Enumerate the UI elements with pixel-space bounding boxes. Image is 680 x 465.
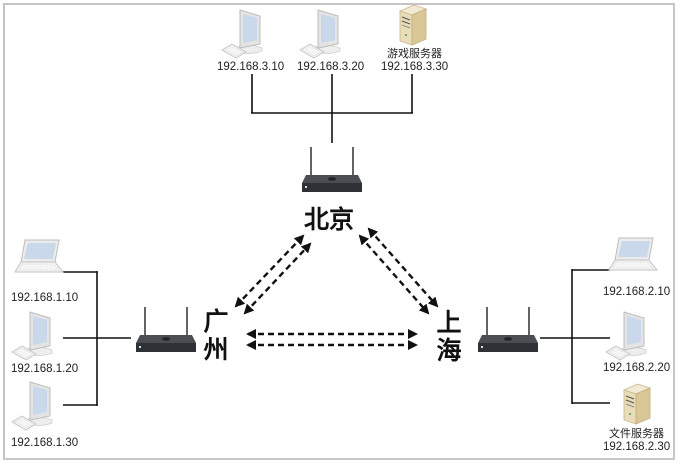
desktop-icon [11, 311, 53, 361]
device-ip-label: 192.168.3.20 [297, 61, 365, 73]
site-label-guangzhou: 广州 [203, 307, 229, 364]
device-ip-label: 192.168.2.10 [603, 286, 671, 298]
desktop-icon [11, 381, 53, 431]
device-role-label: 游戏服务器 [387, 48, 442, 60]
link-guangzhou-beijing [243, 242, 312, 315]
router-icon [301, 146, 363, 193]
desktop-icon [605, 311, 647, 361]
laptop-icon [608, 237, 658, 271]
link-beijing-shanghai [358, 234, 430, 315]
site-label-shanghai: 上海 [436, 308, 462, 365]
shanghai-lan-bus [540, 269, 610, 404]
site-label-beijing: 北京 [304, 205, 355, 234]
beijing-lan-bus [251, 74, 413, 143]
server-icon [623, 383, 651, 425]
desktop-icon [299, 9, 341, 59]
device-ip-label: 192.168.1.30 [11, 437, 79, 449]
router-icon [477, 306, 539, 353]
device-role-label: 文件服务器 [609, 428, 664, 440]
router-icon [135, 306, 197, 353]
device-ip-label: 192.168.3.30 [381, 61, 449, 73]
device-ip-label: 192.168.2.30 [603, 441, 671, 453]
device-ip-label: 192.168.1.10 [11, 292, 79, 304]
guangzhou-lan-bus [63, 271, 131, 406]
device-ip-label: 192.168.1.20 [11, 363, 79, 375]
link-beijing-shanghai [367, 227, 439, 308]
server-icon [399, 4, 427, 46]
diagram-frame [3, 3, 675, 460]
device-ip-label: 192.168.3.10 [217, 61, 285, 73]
laptop-icon [14, 239, 64, 273]
desktop-icon [221, 9, 263, 59]
link-guangzhou-beijing [234, 234, 305, 308]
device-ip-label: 192.168.2.20 [603, 362, 671, 374]
